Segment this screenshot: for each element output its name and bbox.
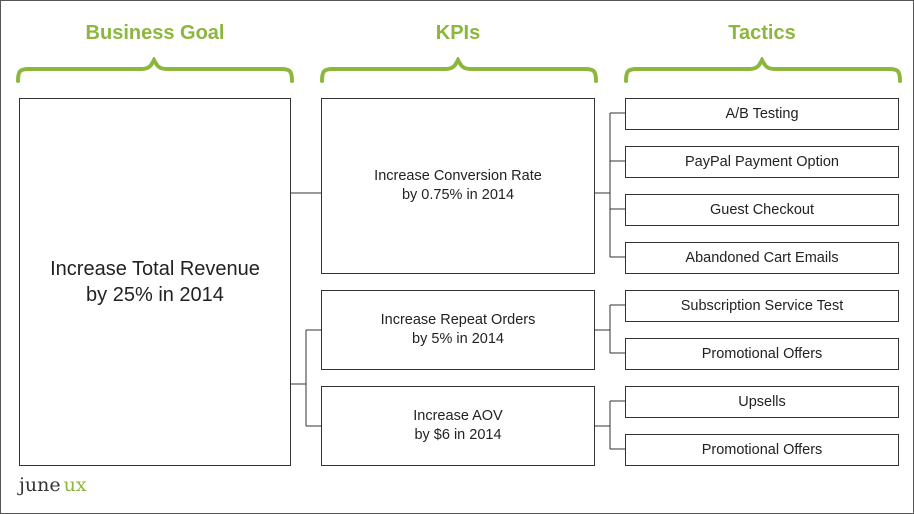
kpi-2-line-1: Increase Repeat Orders — [380, 312, 536, 328]
tactic-label: Promotional Offers — [701, 346, 823, 362]
goal-line-2: by 25% in 2014 — [86, 284, 224, 306]
tactic-box: A/B Testing — [625, 98, 899, 130]
brace-kpis — [320, 57, 598, 83]
header-kpis: KPIs — [435, 22, 481, 44]
tactic-box: Upsells — [625, 386, 899, 418]
tactic-label: PayPal Payment Option — [685, 154, 839, 170]
kpi-3-line-1: Increase AOV — [413, 408, 503, 424]
kpi-box-repeat-orders: Increase Repeat Orders by 5% in 2014 — [321, 290, 595, 370]
business-goal-box: Increase Total Revenue by 25% in 2014 — [19, 98, 291, 466]
kpi-2-line-2: by 5% in 2014 — [412, 331, 504, 347]
tactic-label: A/B Testing — [725, 106, 799, 122]
brace-tactics — [624, 57, 902, 83]
tactic-label: Upsells — [738, 394, 786, 410]
kpi-box-conversion-rate: Increase Conversion Rate by 0.75% in 201… — [321, 98, 595, 274]
tactic-box: Subscription Service Test — [625, 290, 899, 322]
tactic-label: Abandoned Cart Emails — [685, 250, 839, 266]
brace-business-goal — [16, 57, 294, 83]
header-business-goal: Business Goal — [85, 22, 225, 44]
kpi-1-line-1: Increase Conversion Rate — [374, 168, 542, 184]
tactic-label: Promotional Offers — [701, 442, 823, 458]
tactic-box: Promotional Offers — [625, 434, 899, 466]
kpi-1-line-2: by 0.75% in 2014 — [401, 187, 515, 203]
tactic-box: PayPal Payment Option — [625, 146, 899, 178]
tactic-box: Guest Checkout — [625, 194, 899, 226]
tactic-label: Subscription Service Test — [680, 298, 844, 314]
logo-word-ux: ux — [63, 474, 87, 496]
kpi-box-aov: Increase AOV by $6 in 2014 — [321, 386, 595, 466]
tactic-label: Guest Checkout — [710, 202, 814, 218]
tactic-box: Promotional Offers — [625, 338, 899, 370]
logo-word-june: june — [19, 474, 61, 496]
header-tactics: Tactics — [728, 22, 796, 44]
kpi-3-line-2: by $6 in 2014 — [414, 427, 502, 443]
tactic-box: Abandoned Cart Emails — [625, 242, 899, 274]
goal-line-1: Increase Total Revenue — [50, 258, 260, 280]
